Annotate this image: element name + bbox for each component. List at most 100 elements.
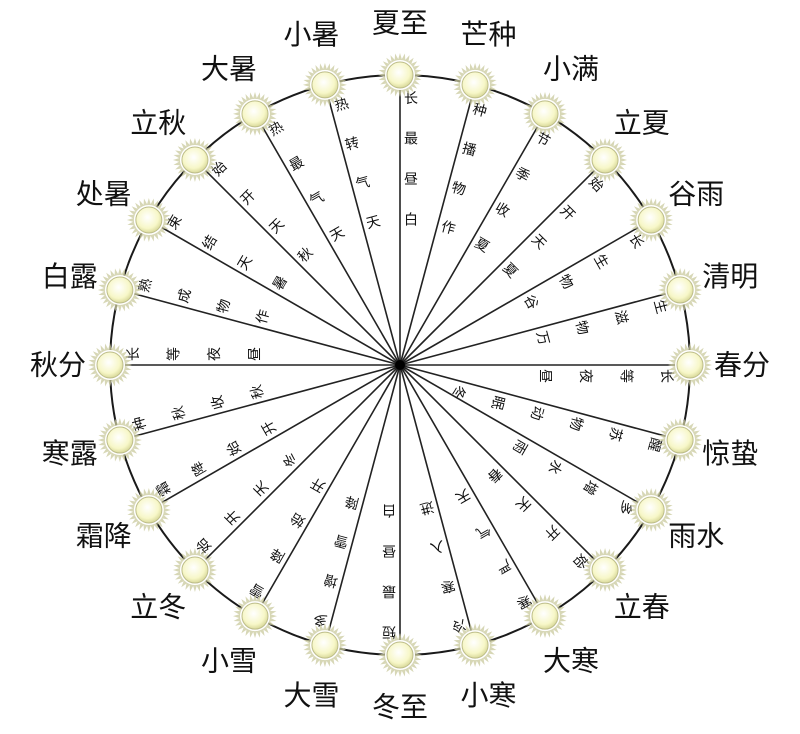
sun-icon — [97, 418, 142, 463]
term-label: 霜降 — [76, 520, 132, 553]
sun-icon — [658, 267, 703, 312]
term-description-char: 季 — [512, 165, 532, 186]
term-description-char: 天 — [327, 224, 347, 245]
spoke-line — [148, 364, 401, 511]
term-description-char: 谷 — [520, 292, 541, 312]
term-label: 小暑 — [283, 18, 339, 51]
term-description-char: 雪 — [333, 531, 351, 550]
descriptions: 白昼最长作物播种夏收季节夏天开始谷物生长万物滋生昼夜等长冬眠动物苏醒雨水增多春天… — [126, 91, 674, 639]
sun-icon — [658, 418, 703, 463]
term-description-char: 收 — [492, 200, 512, 221]
spoke-line — [399, 219, 652, 366]
term-label: 惊蛰 — [702, 437, 758, 470]
sun-icon — [523, 594, 567, 639]
term-label: 白露 — [42, 260, 98, 293]
term-description-char: 最 — [287, 154, 307, 175]
sun-icon — [302, 623, 347, 668]
term-description-char: 进 — [418, 498, 436, 517]
term-description-char: 降 — [189, 458, 210, 478]
spoke-line — [254, 364, 401, 617]
sun-icon — [97, 267, 142, 312]
spoke-line — [254, 113, 401, 366]
term-description-char: 物 — [572, 319, 591, 337]
term-label: 寒露 — [42, 437, 98, 470]
term-description-char: 气 — [354, 174, 372, 193]
term-label: 清明 — [702, 260, 758, 293]
term-description-char: 夏 — [472, 235, 492, 256]
term-description-char: 物 — [566, 415, 585, 433]
term-description-char: 作 — [254, 308, 273, 326]
term-description-char: 最 — [404, 132, 418, 148]
term-description-char: 万 — [533, 329, 552, 347]
spoke-line — [399, 113, 546, 366]
spoke-line — [194, 364, 401, 571]
term-label: 谷雨 — [668, 178, 724, 211]
term-description-char: 昼 — [404, 172, 418, 188]
sun-icon — [668, 343, 712, 387]
term-label: 秋分 — [30, 349, 86, 382]
spoke-line — [399, 364, 681, 441]
spoke-line — [399, 364, 606, 571]
term-description-char: 始 — [288, 509, 308, 530]
term-description-char: 秋 — [170, 404, 189, 422]
term-label: 雨水 — [668, 520, 724, 553]
sun-icon — [172, 548, 217, 593]
term-description-char: 作 — [439, 219, 457, 238]
term-description-char: 滋 — [611, 308, 630, 326]
term-description-char: 白 — [382, 501, 396, 517]
term-label: 立秋 — [130, 107, 186, 140]
term-description-char: 降 — [268, 544, 288, 565]
sun-icon — [378, 53, 422, 97]
term-description-char: 寒 — [439, 576, 457, 596]
term-labels: 夏至芒种小满立夏谷雨清明春分惊蛰雨水立春大寒小寒冬至大雪小雪立冬霜降寒露秋分白露… — [30, 7, 770, 724]
spoke-line — [399, 159, 606, 366]
term-label: 立冬 — [130, 590, 186, 623]
term-description-char: 暑 — [270, 273, 291, 293]
term-description-char: 等 — [166, 347, 183, 361]
term-description-char: 束 — [165, 212, 186, 232]
term-description-char: 等 — [617, 369, 634, 383]
term-description-char: 收 — [209, 393, 228, 411]
sun-icon — [629, 488, 674, 532]
center-hub — [395, 360, 405, 370]
term-description-char: 短 — [382, 623, 396, 639]
term-description-char: 长 — [126, 347, 142, 361]
term-label: 立春 — [614, 590, 670, 623]
sun-icon — [378, 633, 422, 677]
term-description-char: 水 — [544, 457, 565, 477]
sun-icon — [583, 548, 628, 593]
term-description-char: 严 — [493, 555, 513, 576]
term-description-char: 昼 — [536, 369, 552, 383]
spoke-line — [119, 364, 401, 441]
term-label: 小满 — [543, 52, 599, 85]
sun-icon — [126, 488, 171, 532]
term-label: 大暑 — [201, 52, 257, 85]
term-description-char: 冬 — [449, 383, 468, 401]
term-description-char: 天 — [235, 253, 256, 273]
term-label: 处暑 — [76, 178, 132, 211]
term-description-char: 气 — [473, 520, 493, 541]
term-description-char: 天 — [364, 213, 382, 232]
term-description-char: 成 — [176, 287, 195, 305]
spokes — [110, 75, 690, 655]
term-description-char: 入 — [428, 537, 446, 556]
term-description-char: 长 — [625, 231, 646, 251]
term-label: 芒种 — [460, 18, 516, 51]
spoke-line — [399, 84, 476, 366]
term-description-char: 雨 — [509, 437, 530, 457]
spoke-line — [399, 364, 546, 617]
spoke-line — [399, 364, 476, 646]
term-description-char: 始 — [224, 438, 245, 458]
term-description-char: 眠 — [488, 394, 507, 412]
term-description-char: 生 — [590, 252, 611, 272]
term-description-char: 物 — [555, 272, 576, 292]
term-description-char: 开 — [259, 418, 280, 438]
term-description-char: 最 — [382, 582, 396, 598]
sun-icon — [126, 198, 171, 242]
term-description-char: 昼 — [382, 542, 396, 558]
term-description-char: 开 — [308, 474, 328, 495]
term-label: 大寒 — [543, 645, 599, 678]
term-label: 冬至 — [372, 691, 428, 724]
term-description-char: 物 — [215, 298, 234, 316]
